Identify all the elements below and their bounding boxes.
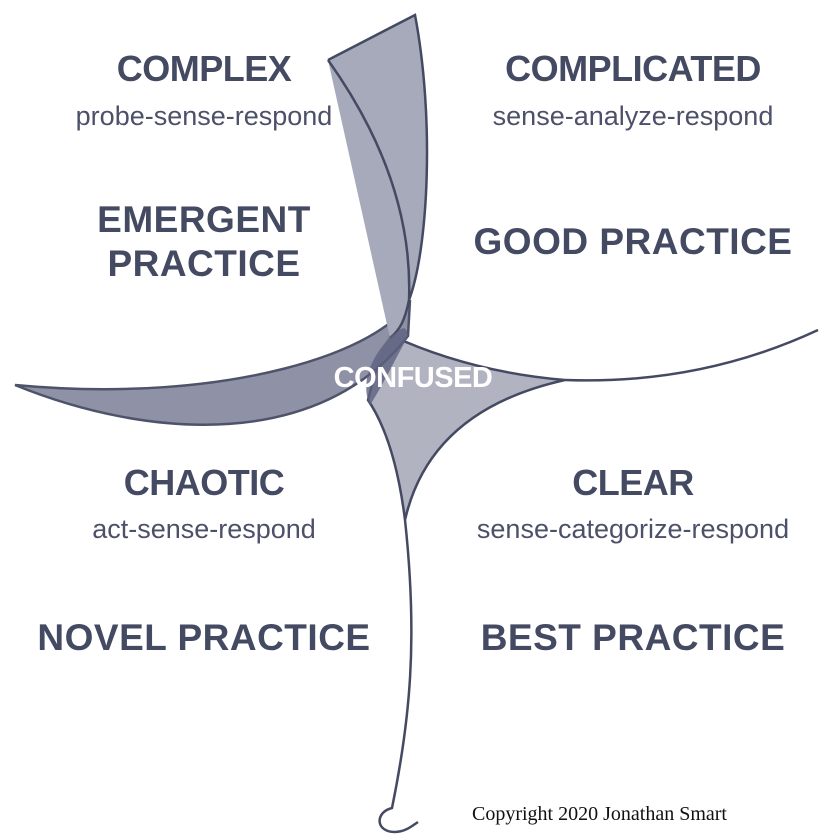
- complex-practice: EMERGENT PRACTICE: [97, 198, 311, 286]
- complex-practice-line1: EMERGENT: [97, 199, 311, 240]
- clear-practice: BEST PRACTICE: [480, 617, 786, 658]
- right-boundary-line: [564, 328, 819, 382]
- confused-label: CONFUSED: [333, 362, 493, 394]
- clear-approach: sense-categorize-respond: [476, 514, 790, 544]
- chaotic-title: CHAOTIC: [123, 462, 285, 503]
- chaotic-practice: NOVEL PRACTICE: [37, 617, 371, 658]
- chaotic-approach: act-sense-respond: [92, 514, 316, 544]
- copyright-notice: Copyright 2020 Jonathan Smart: [472, 803, 727, 825]
- complex-title: COMPLEX: [116, 48, 292, 89]
- complex-practice-line2: PRACTICE: [107, 243, 301, 284]
- complex-approach: probe-sense-respond: [75, 101, 333, 131]
- complicated-title: COMPLICATED: [505, 48, 761, 89]
- complicated-approach: sense-analyze-respond: [492, 101, 774, 131]
- clear-title: CLEAR: [572, 462, 694, 503]
- overlap-region: [366, 328, 408, 405]
- complicated-practice: GOOD PRACTICE: [473, 221, 793, 262]
- complex-boundary-ribbon: [326, 13, 429, 339]
- chaotic-boundary-ribbon: [14, 299, 412, 426]
- bottom-boundary-line: [378, 519, 419, 834]
